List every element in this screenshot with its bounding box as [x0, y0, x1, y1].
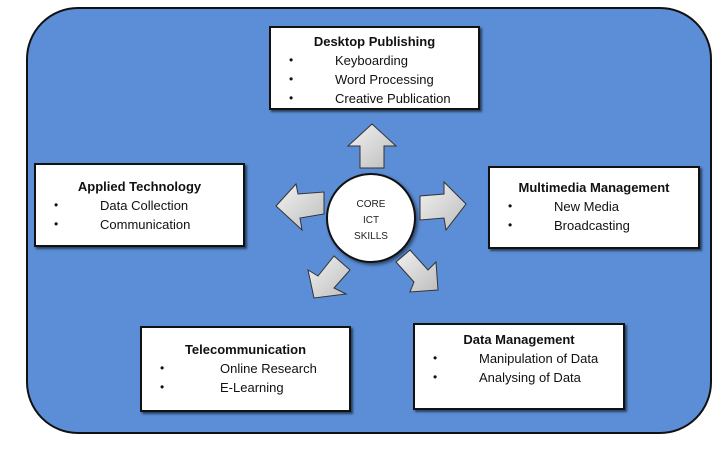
bullet-list: Data Collection Communication: [36, 196, 243, 234]
list-item: New Media: [490, 197, 698, 216]
list-item: Data Collection: [36, 196, 243, 215]
bullet-list: Online Research E-Learning: [142, 359, 349, 397]
box-multimedia-management: Multimedia Management New Media Broadcas…: [488, 166, 700, 249]
box-telecommunication: Telecommunication Online Research E-Lear…: [140, 326, 351, 412]
box-data-management: Data Management Manipulation of Data Ana…: [413, 323, 625, 410]
arrow-up-icon: [346, 123, 398, 169]
core-circle: CORE ICT SKILLS: [326, 173, 416, 263]
list-item: Analysing of Data: [415, 368, 623, 387]
core-line-2: ICT: [362, 215, 380, 226]
bullet-list: Keyboarding Word Processing Creative Pub…: [271, 51, 478, 108]
arrow-right-icon: [419, 180, 467, 232]
bullet-list: New Media Broadcasting: [490, 197, 698, 235]
box-title: Applied Technology: [77, 179, 202, 194]
arrow-down-left-icon: [307, 255, 351, 299]
bullet-list: Manipulation of Data Analysing of Data: [415, 349, 623, 387]
list-item: Creative Publication: [271, 89, 478, 108]
list-item: Word Processing: [271, 70, 478, 89]
core-line-3: SKILLS: [354, 231, 388, 242]
box-applied-technology: Applied Technology Data Collection Commu…: [34, 163, 245, 247]
arrow-left-icon: [275, 182, 325, 232]
box-title: Telecommunication: [184, 342, 307, 357]
box-desktop-publishing: Desktop Publishing Keyboarding Word Proc…: [269, 26, 480, 110]
box-title: Data Management: [463, 332, 575, 347]
list-item: Broadcasting: [490, 216, 698, 235]
box-title: Multimedia Management: [518, 180, 670, 195]
list-item: Manipulation of Data: [415, 349, 623, 368]
list-item: E-Learning: [142, 378, 349, 397]
list-item: Communication: [36, 215, 243, 234]
box-title: Desktop Publishing: [313, 34, 436, 49]
arrow-down-right-icon: [395, 249, 439, 293]
list-item: Keyboarding: [271, 51, 478, 70]
core-line-1: CORE: [356, 199, 386, 210]
list-item: Online Research: [142, 359, 349, 378]
